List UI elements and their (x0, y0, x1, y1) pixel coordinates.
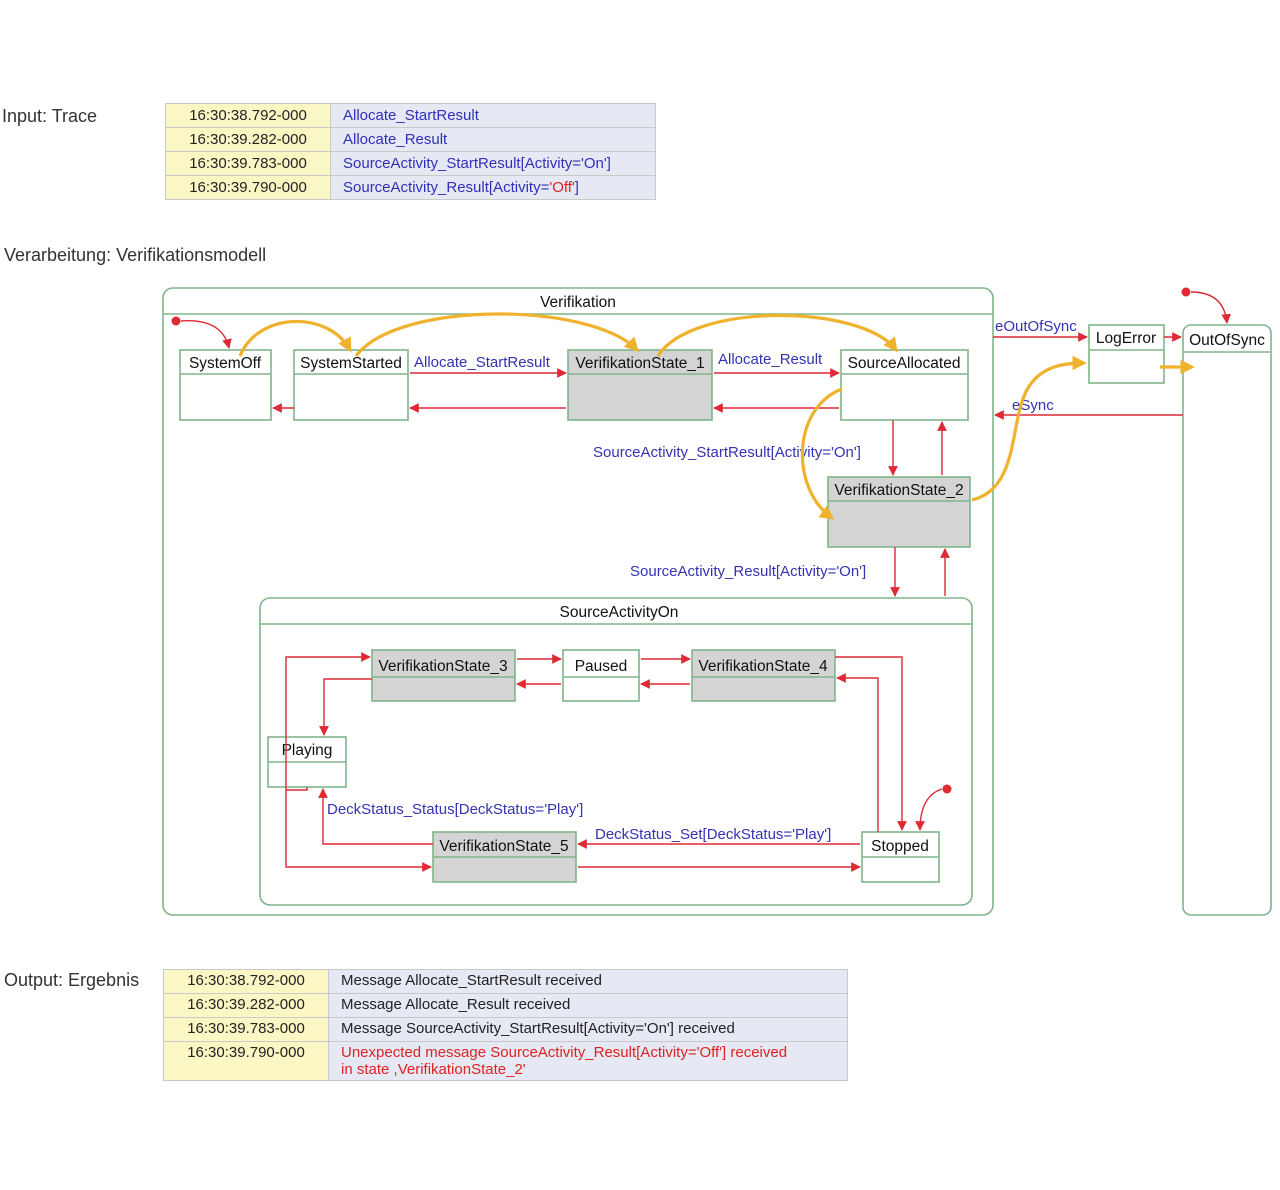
state-log-error: LogError (1088, 324, 1165, 384)
state-paused-label: Paused (575, 658, 628, 675)
container-source-activity-on-label: SourceActivityOn (560, 604, 679, 621)
container-verifikation-label: Verifikation (540, 294, 616, 311)
timestamp-cell: 16:30:39.790-000 (163, 1041, 329, 1081)
error-message-line-1: Unexpected message SourceActivity_Result… (341, 1044, 788, 1061)
table-row: 16:30:39.783-000 Message SourceActivity_… (163, 1017, 848, 1042)
table-row: 16:30:39.790-000 Unexpected message Sour… (163, 1041, 848, 1081)
input-section-label: Input: Trace (2, 106, 98, 126)
state-verifikation-state-5-label: VerifikationState_5 (439, 838, 568, 855)
state-system-off-label: SystemOff (189, 355, 262, 372)
initial-pseudostate-verifikation (171, 316, 232, 349)
message-highlight: 'Off' (549, 179, 575, 196)
state-playing: Playing (267, 736, 347, 788)
message-suffix: ] (574, 179, 579, 196)
message-cell: Allocate_Result (330, 127, 656, 152)
timestamp-cell: 16:30:39.790-000 (165, 175, 331, 200)
message-cell: Unexpected message SourceActivity_Result… (328, 1041, 848, 1081)
input-trace-table: 16:30:38.792-000 Allocate_StartResult 16… (165, 103, 656, 200)
state-paused: Paused (562, 649, 640, 702)
state-verifikation-state-5: VerifikationState_5 (432, 831, 577, 883)
table-row: 16:30:39.282-000 Allocate_Result (165, 127, 656, 152)
message-cell: Message SourceActivity_StartResult[Activ… (328, 1017, 848, 1042)
state-system-off: SystemOff (179, 349, 272, 421)
state-verifikation-state-4-label: VerifikationState_4 (698, 658, 828, 675)
table-row: 16:30:38.792-000 Allocate_StartResult (165, 103, 656, 128)
output-section-label: Output: Ergebnis (4, 970, 140, 990)
state-source-allocated: SourceAllocated (840, 349, 969, 421)
initial-pseudostate-out-of-sync (1181, 287, 1232, 324)
state-out-of-sync-label: OutOfSync (1189, 332, 1265, 349)
state-verifikation-state-2-label: VerifikationState_2 (834, 482, 963, 499)
state-verifikation-state-3-label: VerifikationState_3 (378, 658, 507, 675)
transition-edges (272, 332, 1183, 872)
timestamp-cell: 16:30:39.783-000 (163, 1017, 329, 1042)
transition-label-allocate-start-result: Allocate_StartResult (414, 354, 551, 371)
timestamp-cell: 16:30:38.792-000 (165, 103, 331, 128)
state-out-of-sync: OutOfSync (1182, 324, 1272, 916)
state-verifikation-state-1-label: VerifikationState_1 (575, 355, 704, 372)
output-result-table: 16:30:38.792-000 Message Allocate_StartR… (163, 969, 848, 1081)
message-cell: SourceActivity_Result[Activity='Off'] (330, 175, 656, 200)
processing-section-label: Verarbeitung: Verifikationsmodell (4, 245, 267, 265)
message-cell: SourceActivity_StartResult[Activity='On'… (330, 151, 656, 176)
message-prefix: SourceActivity_Result[Activity= (343, 179, 550, 196)
state-verifikation-state-3: VerifikationState_3 (371, 649, 516, 702)
error-message-line-2: in state ,VerifikationState_2' (341, 1061, 526, 1078)
state-system-started: SystemStarted (293, 349, 409, 421)
state-verifikation-state-2: VerifikationState_2 (827, 476, 971, 548)
timestamp-cell: 16:30:38.792-000 (163, 969, 329, 994)
transition-label-allocate-result: Allocate_Result (718, 351, 823, 368)
table-row: 16:30:39.282-000 Message Allocate_Result… (163, 993, 848, 1018)
table-row: 16:30:39.790-000 SourceActivity_Result[A… (165, 175, 656, 200)
state-stopped-label: Stopped (871, 838, 929, 855)
transition-label-e-out-of-sync: eOutOfSync (995, 318, 1077, 335)
timestamp-cell: 16:30:39.282-000 (163, 993, 329, 1018)
state-log-error-label: LogError (1096, 330, 1156, 347)
initial-pseudostate-stopped (915, 784, 952, 831)
execution-path (238, 312, 1195, 520)
message-cell: Allocate_StartResult (330, 103, 656, 128)
transition-label-source-activity-result: SourceActivity_Result[Activity='On'] (630, 563, 866, 580)
state-stopped: Stopped (861, 831, 940, 883)
state-verifikation-state-1: VerifikationState_1 (567, 349, 713, 421)
state-playing-label: Playing (282, 742, 333, 759)
transition-label-deck-status-status: DeckStatus_Status[DeckStatus='Play'] (327, 801, 583, 818)
container-verifikation: Verifikation (162, 287, 994, 916)
state-source-allocated-label: SourceAllocated (848, 355, 961, 372)
container-source-activity-on: SourceActivityOn (259, 597, 973, 906)
transition-label-deck-status-set: DeckStatus_Set[DeckStatus='Play'] (595, 826, 831, 843)
state-system-started-label: SystemStarted (300, 355, 402, 372)
transition-label-source-activity-start-result: SourceActivity_StartResult[Activity='On'… (593, 444, 861, 461)
timestamp-cell: 16:30:39.282-000 (165, 127, 331, 152)
message-cell: Message Allocate_Result received (328, 993, 848, 1018)
state-verifikation-state-4: VerifikationState_4 (691, 649, 836, 702)
